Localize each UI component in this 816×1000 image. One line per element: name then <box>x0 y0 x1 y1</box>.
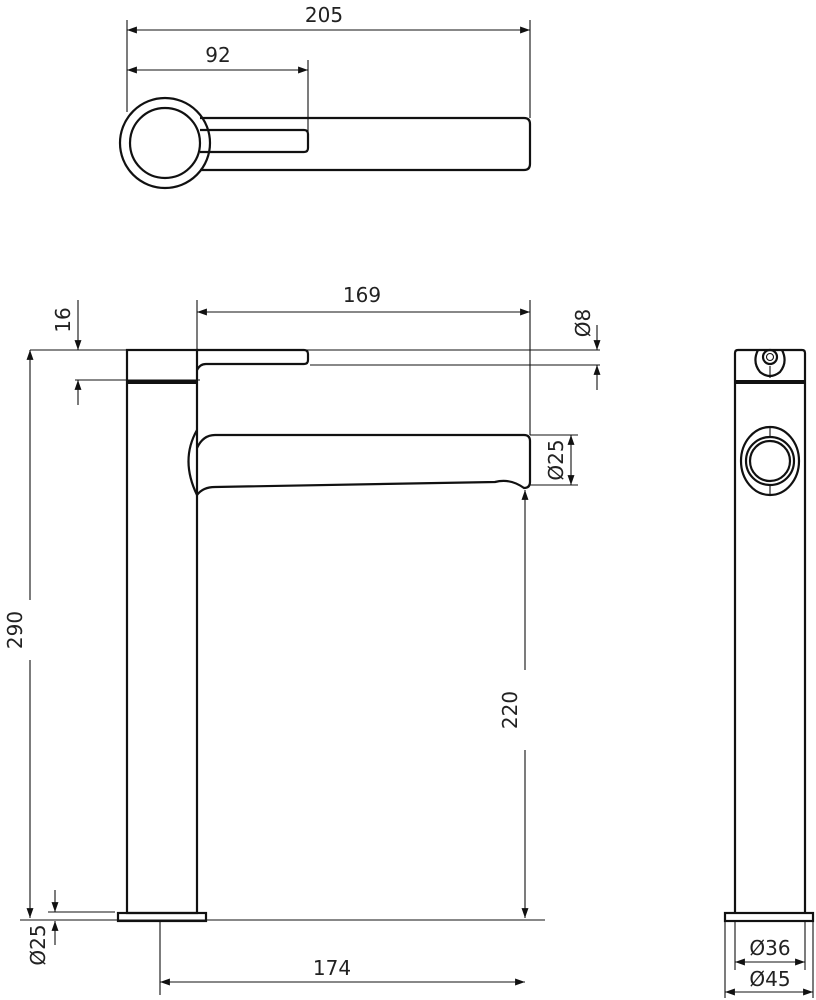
base-plate-front <box>116 911 208 923</box>
dim-16-label: 16 <box>51 307 75 332</box>
lever-front <box>196 348 310 371</box>
dim-45-label: Ø45 <box>749 967 790 991</box>
dim-169-label: 169 <box>343 283 381 307</box>
spout-top <box>200 116 532 172</box>
dim-base-height-label: Ø25 <box>26 924 50 965</box>
dim-220-label: 220 <box>498 691 522 729</box>
lever-pivot <box>761 348 779 366</box>
body-outer-circle <box>118 96 212 190</box>
front-view: 169 16 Ø8 Ø25 290 220 Ø25 174 <box>3 283 601 995</box>
body-inner-circle <box>128 106 202 180</box>
body-front <box>125 348 199 915</box>
side-view: Ø36 Ø45 <box>723 348 815 998</box>
dim-92-label: 92 <box>205 43 230 67</box>
dim-spout-dia-label: Ø25 <box>544 439 568 480</box>
dim-290-label: 290 <box>3 611 27 649</box>
dim-36-label: Ø36 <box>749 936 790 960</box>
dim-lever-dia-label: Ø8 <box>571 309 595 337</box>
base-plate-side <box>723 911 815 923</box>
dim-174-label: 174 <box>313 956 351 980</box>
dim-205-label: 205 <box>305 3 343 27</box>
top-view: 205 92 <box>118 3 532 190</box>
spout-front <box>196 433 532 496</box>
lever-top <box>200 128 310 154</box>
